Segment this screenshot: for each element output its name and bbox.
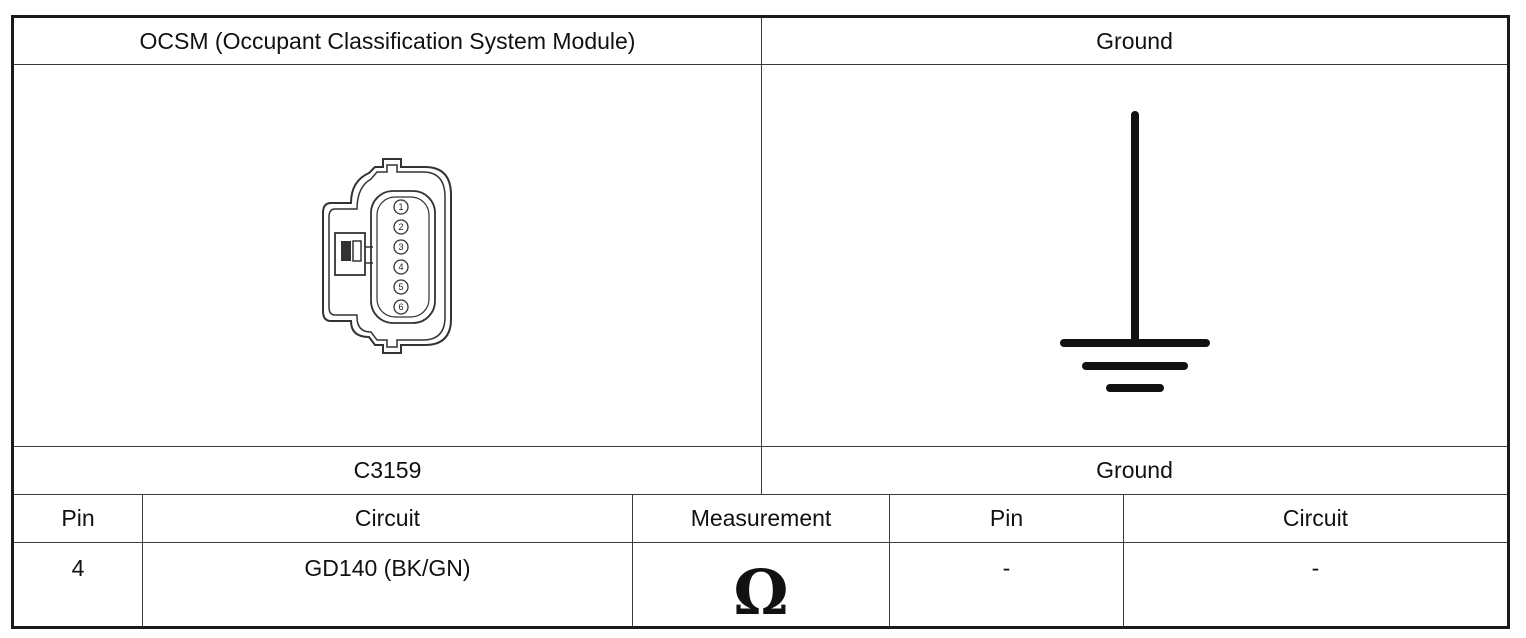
table-cell-measurement: Ω (633, 543, 889, 626)
table-cell-circuit-ground: - (1311, 555, 1320, 581)
column-divider (1123, 495, 1124, 626)
table-cell-pin: 4 (71, 555, 85, 581)
module-title: OCSM (Occupant Classification System Mod… (139, 27, 636, 54)
ohm-symbol-icon: Ω (733, 556, 789, 629)
row-divider (14, 494, 1507, 495)
connector-id: C3159 (353, 457, 422, 483)
connector-pin-label: 4 (398, 262, 403, 272)
row-divider (14, 542, 1507, 543)
table-cell-pin-ground: - (1002, 555, 1011, 581)
row-divider (14, 446, 1507, 447)
connector-pin-label: 6 (398, 302, 403, 312)
pinout-table: OCSM (Occupant Classification System Mod… (11, 15, 1510, 629)
column-divider (761, 18, 762, 495)
ground-title: Ground (1096, 27, 1173, 54)
connector-pin-label: 3 (398, 242, 403, 252)
column-header-circuit: Circuit (354, 505, 421, 531)
connector-illustration-cell: 1 2 3 4 5 6 (14, 65, 761, 446)
column-header-pin-ground: Pin (989, 505, 1024, 531)
connector-face-icon: 1 2 3 4 5 6 (321, 157, 452, 354)
column-header-pin: Pin (61, 505, 95, 531)
table-cell-circuit: GD140 (BK/GN) (304, 555, 471, 581)
connector-pin-label: 5 (398, 282, 403, 292)
row-divider (14, 64, 1507, 65)
connector-pin-label: 2 (398, 222, 403, 232)
connector-pin-label: 1 (398, 202, 403, 212)
column-divider (142, 495, 143, 626)
ground-symbol-icon (1059, 110, 1210, 392)
ground-illustration-cell (762, 65, 1507, 446)
column-divider (632, 495, 633, 626)
column-divider (889, 495, 890, 626)
column-header-measurement: Measurement (690, 505, 832, 531)
ground-label: Ground (1096, 457, 1173, 483)
column-header-circuit-ground: Circuit (1282, 505, 1349, 531)
